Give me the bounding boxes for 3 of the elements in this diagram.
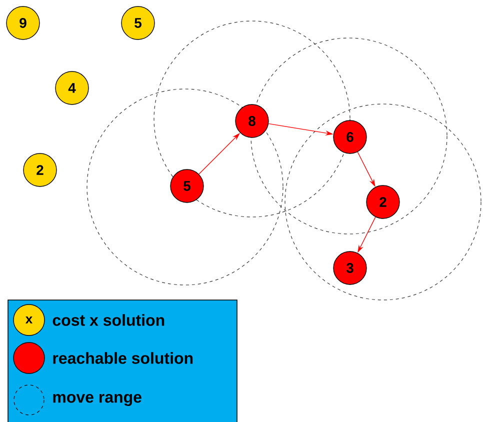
legend-text: cost x solution [52, 314, 164, 326]
legend-text: move range [53, 394, 142, 406]
legend-text: reachable solution [53, 352, 193, 364]
